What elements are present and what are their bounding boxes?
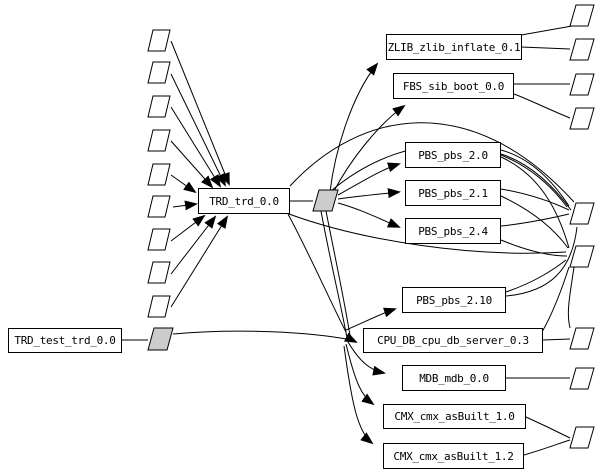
edge-use9-trd (170, 215, 229, 308)
edge-use3-trd (170, 106, 222, 188)
trd-requirements-hub (312, 189, 339, 212)
edge-cmx10-req9 (525, 416, 571, 439)
req-shape-8 (569, 367, 595, 390)
use-shape-1 (147, 29, 171, 52)
req-shape-2 (569, 38, 595, 61)
node-trd-test: TRD_test_trd_0.0 (8, 328, 122, 353)
use-shape-6 (147, 195, 171, 218)
edge-hub-pbs24 (337, 202, 401, 228)
edge-fbs-req4 (513, 93, 571, 119)
node-pbs-2-0: PBS_pbs_2.0 (405, 142, 501, 168)
edge-pbs20-req5a (500, 149, 570, 207)
edge-hub-pbs210 (345, 307, 397, 331)
edge-pbs24-req6 (500, 239, 568, 257)
edge-pbs210-req5 (505, 226, 578, 297)
node-pbs-2-10: PBS_pbs_2.10 (402, 287, 506, 313)
edge-trunk-2 (325, 210, 352, 343)
req-shape-9 (569, 426, 595, 449)
req-shape-3 (569, 73, 595, 96)
edge-use7-trd (170, 214, 206, 242)
edge-cmx12-req9 (523, 439, 571, 456)
node-zlib: ZLIB_zlib_inflate_0.1 (386, 34, 522, 60)
edge-hub-pbs20 (337, 162, 401, 196)
req-shape-7 (569, 327, 595, 350)
edge-req6-down2 (567, 266, 575, 329)
edge-hub-cmx12 (343, 345, 374, 445)
edge-use2-trd (170, 73, 226, 187)
edge-use4-trd (170, 140, 214, 189)
node-mdb: MDB_mdb_0.0 (402, 365, 506, 391)
edge-arch-a (289, 122, 575, 203)
edge-trd-trunk (287, 213, 347, 333)
edge-pbs20-req5b (500, 153, 572, 211)
edge-req6-down1 (541, 266, 570, 333)
use-shape-2 (147, 61, 171, 84)
edge-pbs210-req6 (505, 259, 567, 293)
node-trd: TRD_trd_0.0 (198, 188, 290, 214)
edge-hub-fbs (332, 104, 406, 194)
edge-arch-c (288, 213, 567, 254)
use-shape-9 (147, 295, 171, 318)
edge-pbs20-req6 (500, 156, 570, 249)
edge-use1-trd (170, 40, 230, 186)
req-shape-4 (569, 107, 595, 130)
node-pbs-2-1: PBS_pbs_2.1 (405, 180, 501, 206)
edge-hub-pbs21 (337, 188, 401, 200)
edge-use8-trd (170, 215, 217, 275)
edge-use5-trd (170, 174, 197, 194)
edge-cpudb-req7 (542, 338, 571, 341)
test-requirements-hub (147, 327, 174, 351)
edge-use6-trd (172, 200, 198, 211)
req-shape-6 (569, 245, 595, 268)
use-shape-3 (147, 95, 171, 118)
use-shape-8 (147, 261, 171, 284)
edge-zlib-req2 (520, 46, 571, 50)
node-fbs: FBS_sib_boot_0.0 (393, 73, 514, 99)
edge-pbs24-req5 (500, 213, 570, 227)
use-shape-4 (147, 129, 171, 152)
edge-pbs21-req5 (500, 188, 570, 211)
use-shape-7 (147, 228, 171, 251)
req-shape-1 (569, 4, 595, 27)
edge-trunk-1 (320, 210, 348, 339)
edge-hub-zlib (329, 62, 379, 193)
edge-hub-cmx10 (345, 343, 375, 406)
edge-pbs21-req6 (500, 195, 569, 249)
edge-hub-mdb (347, 341, 386, 376)
edge-hub-cpudb (343, 332, 358, 343)
use-shape-5 (147, 163, 171, 186)
node-pbs-2-4: PBS_pbs_2.4 (405, 218, 501, 244)
node-cmx-1-0: CMX_cmx_asBuilt_1.0 (383, 404, 526, 429)
node-cmx-1-2: CMX_cmx_asBuilt_1.2 (383, 443, 524, 469)
edge-testhub-cpudb (172, 330, 353, 341)
req-shape-5 (569, 202, 595, 225)
node-cpu-db: CPU_DB_cpu_db_server_0.3 (363, 328, 543, 353)
